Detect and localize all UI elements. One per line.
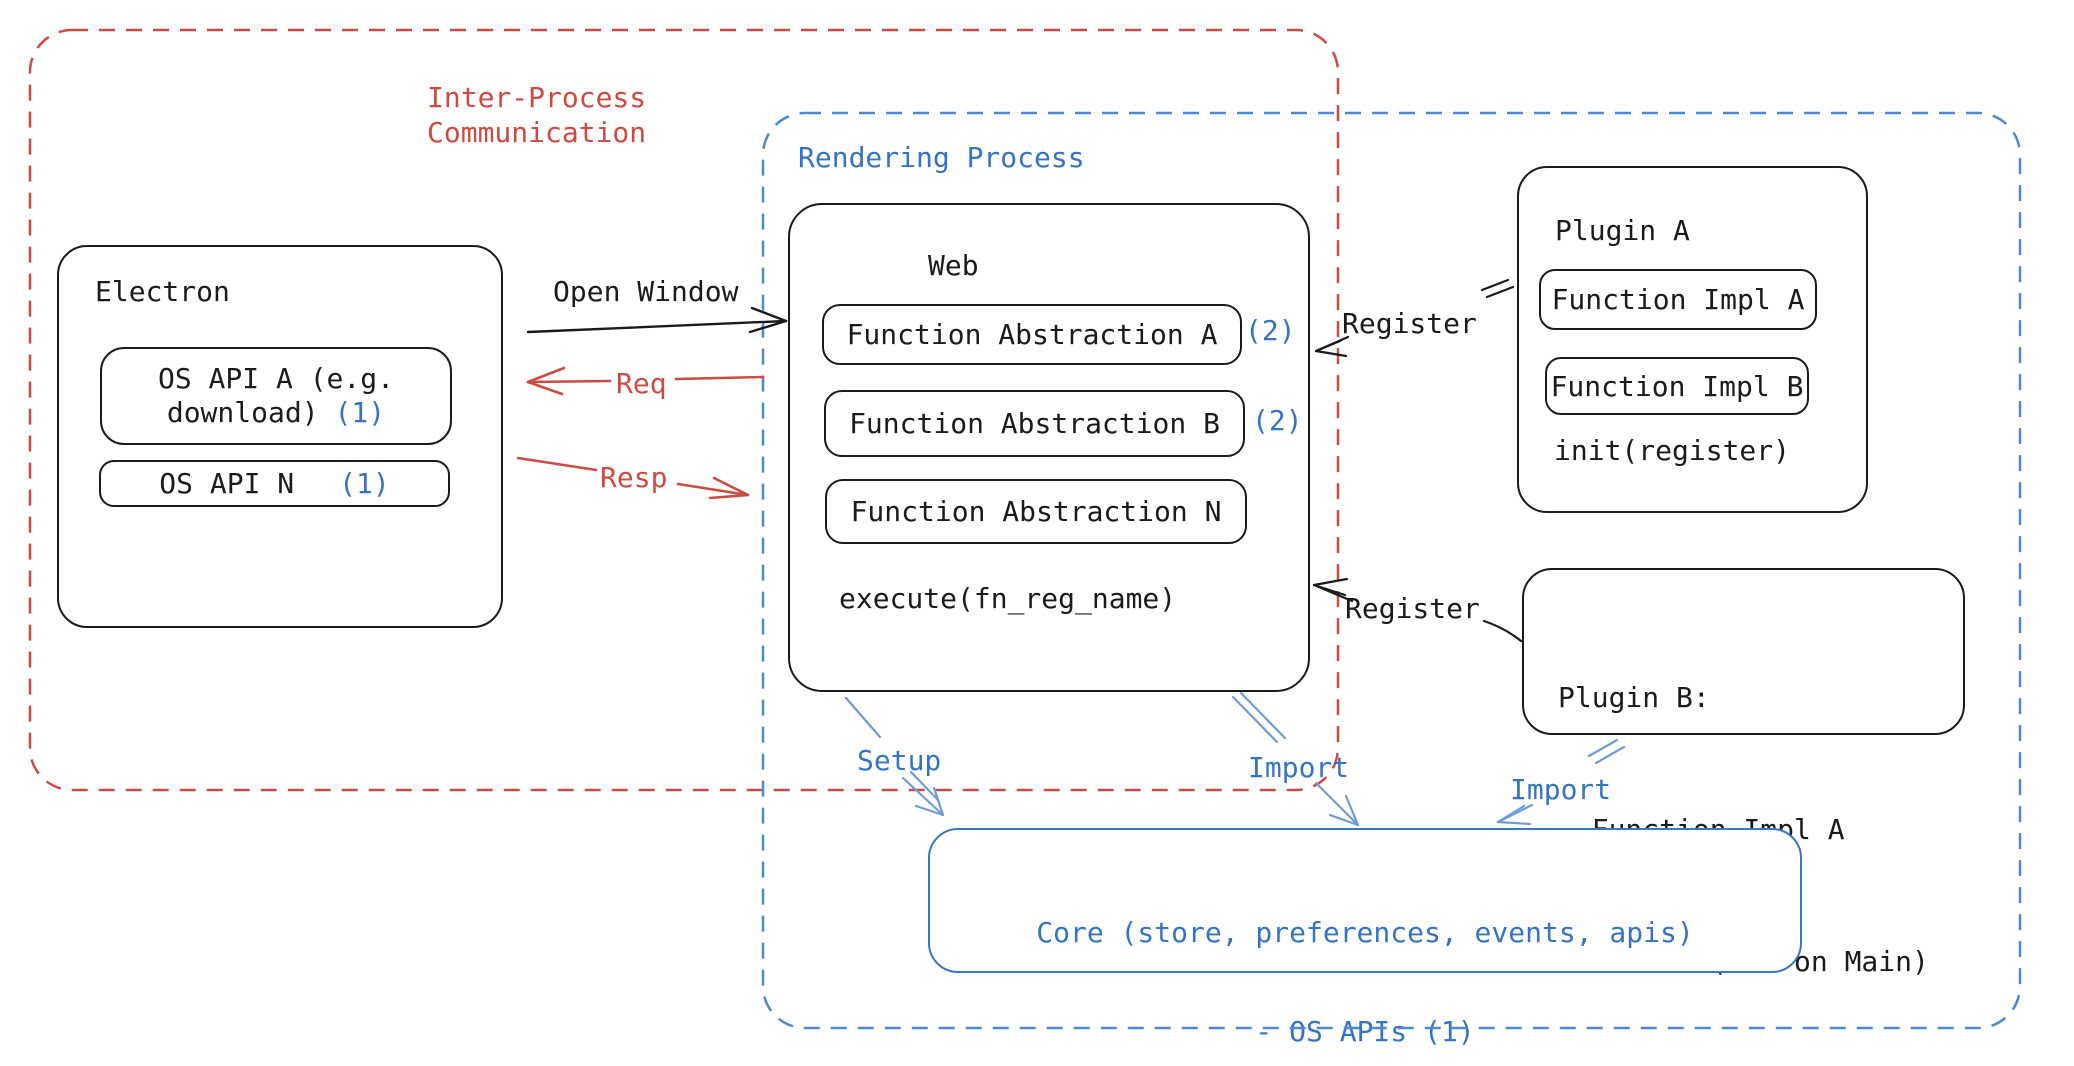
plugin-b-box: Plugin B: - Function Impl A - Module (ru… bbox=[1522, 568, 1965, 978]
electron-title: Electron bbox=[95, 275, 230, 308]
execute-call-label: execute(fn_reg_name) bbox=[839, 582, 1177, 615]
register-bottom-label: Register bbox=[1345, 592, 1480, 625]
register-top-label: Register bbox=[1342, 307, 1477, 340]
function-abstraction-a-number: (2) bbox=[1245, 314, 1296, 347]
function-abstraction-b-box: Function Abstraction B bbox=[824, 390, 1245, 457]
web-title: Web bbox=[928, 249, 979, 282]
function-abstraction-n-label: Function Abstraction N bbox=[850, 495, 1222, 528]
plugin-a-init-label: init(register) bbox=[1554, 434, 1791, 467]
os-api-n-label: OS API N bbox=[159, 467, 295, 500]
core-line-1: Core (store, preferences, events, apis) bbox=[1036, 916, 1694, 949]
plugin-a-box: Plugin A Function Impl A Function Impl B… bbox=[1517, 166, 1868, 513]
resp-arrow-label: Resp bbox=[600, 461, 668, 494]
os-api-a-line2: download) bbox=[166, 396, 319, 429]
open-window-arrow-label: Open Window bbox=[553, 275, 739, 308]
setup-arrow-label: Setup bbox=[857, 744, 942, 777]
function-impl-a-label: Function Impl A bbox=[1551, 283, 1805, 316]
function-impl-a-box: Function Impl A bbox=[1539, 269, 1817, 330]
function-abstraction-a-label: Function Abstraction A bbox=[846, 318, 1218, 351]
os-api-n-box: OS API N (1) bbox=[99, 460, 450, 507]
plugin-b-title: Plugin B: bbox=[1558, 681, 1710, 714]
import-plugin-arrow-label: Import bbox=[1510, 773, 1612, 806]
function-impl-b-label: Function Impl B bbox=[1550, 369, 1804, 403]
function-abstraction-b-number: (2) bbox=[1252, 404, 1303, 437]
os-api-n-number: (1) bbox=[339, 467, 390, 500]
plugin-a-title: Plugin A bbox=[1555, 214, 1690, 247]
os-api-a-box: OS API A (e.g. download) (1) bbox=[100, 347, 452, 445]
ipc-region-label: Inter-Process Communication bbox=[427, 81, 647, 149]
function-abstraction-b-label: Function Abstraction B bbox=[849, 407, 1220, 440]
rendering-process-label: Rendering Process bbox=[798, 141, 1085, 174]
function-abstraction-n-box: Function Abstraction N bbox=[825, 479, 1247, 544]
open-window-arrow bbox=[526, 306, 788, 334]
core-box: Core (store, preferences, events, apis) … bbox=[928, 828, 1802, 1048]
function-abstraction-a-box: Function Abstraction A bbox=[822, 304, 1242, 365]
os-api-a-number: (1) bbox=[334, 396, 386, 429]
web-box: Web Function Abstraction A (2) Function … bbox=[788, 203, 1310, 692]
core-line-2: - OS APIs (1) bbox=[1255, 1015, 1475, 1048]
req-arrow-label: Req bbox=[616, 367, 667, 400]
import-web-arrow-label: Import bbox=[1248, 751, 1350, 784]
os-api-a-line1: OS API A (e.g. bbox=[157, 362, 394, 395]
function-impl-b-box: Function Impl B bbox=[1545, 357, 1809, 415]
electron-box: Electron OS API A (e.g. download) (1) OS… bbox=[57, 245, 503, 628]
